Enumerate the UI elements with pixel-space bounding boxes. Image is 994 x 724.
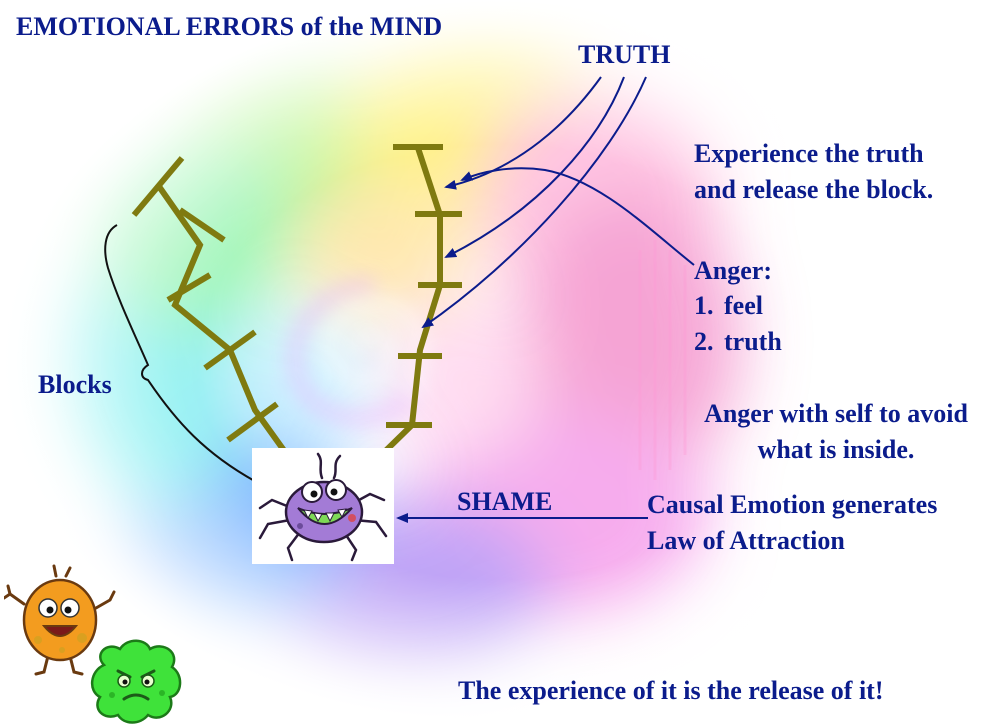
anger-step-text: truth: [724, 327, 782, 356]
anger-steps-list: 1. feel 2. truth: [694, 288, 782, 360]
anger-with-self-note: Anger with self to avoid what is inside.: [704, 399, 968, 464]
experience-note-line1: Experience the truth: [694, 139, 924, 168]
experience-note: Experience the truth and release the blo…: [694, 136, 933, 208]
anger-step: 1. feel: [694, 288, 782, 324]
causal-note-line1: Causal Emotion generates: [647, 490, 938, 519]
green-germ: [84, 635, 188, 724]
shame-label: SHAME: [457, 487, 553, 516]
release-note: The experience of it is the release of i…: [458, 676, 884, 705]
anger-step: 2. truth: [694, 324, 782, 360]
truth-label: TRUTH: [578, 40, 671, 69]
causal-note-line2: Law of Attraction: [647, 526, 845, 555]
anger-heading: Anger:: [694, 256, 772, 285]
shame-monster: [252, 448, 394, 564]
blocks-label: Blocks: [38, 370, 112, 399]
anger-step-number: 1.: [694, 291, 714, 320]
causal-emotion-note: Causal Emotion generates Law of Attracti…: [647, 487, 937, 559]
green-germ-icon: [91, 639, 182, 724]
purple-germ-monster-icon: [258, 452, 388, 562]
orange-germ-icon: [2, 564, 116, 676]
anger-step-text: feel: [724, 291, 763, 320]
page-title: EMOTIONAL ERRORS of the MIND: [16, 12, 443, 41]
anger-step-number: 2.: [694, 327, 714, 356]
experience-note-line2: and release the block.: [694, 175, 934, 204]
orange-germ: [2, 564, 116, 676]
